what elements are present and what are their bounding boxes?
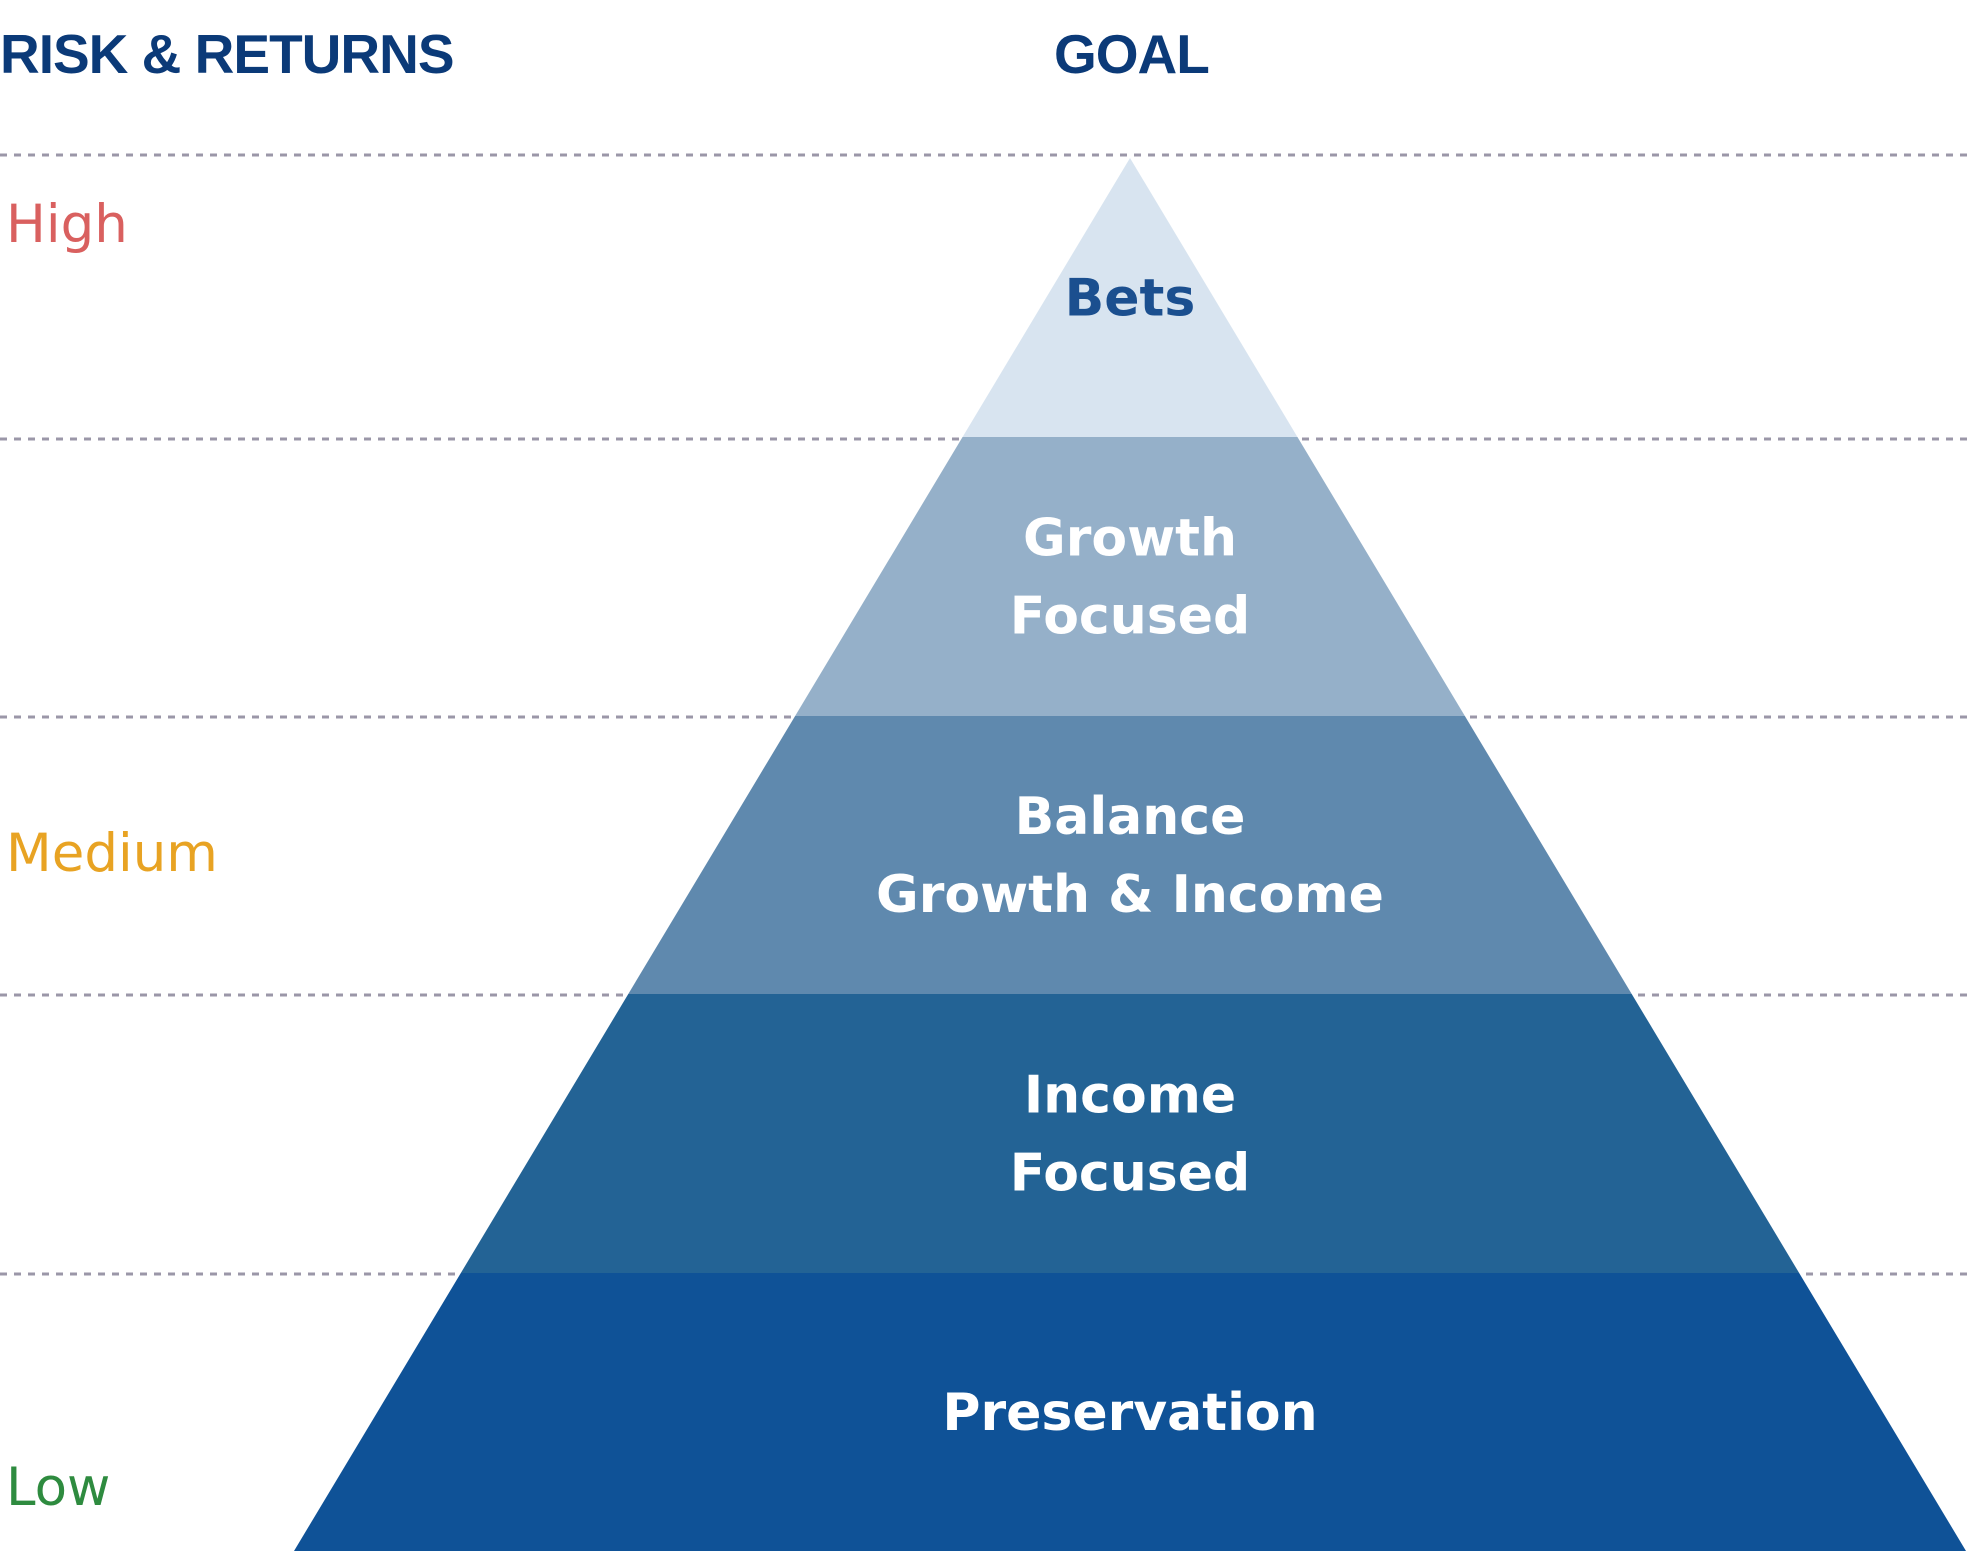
tier-preservation <box>294 1273 1966 1551</box>
risk-level-high: High <box>6 194 128 255</box>
tier-income-focused-label: Income <box>1024 1066 1236 1126</box>
tier-bets <box>962 158 1298 437</box>
tier-growth-focused-label: Focused <box>1010 587 1250 647</box>
tier-balance <box>628 716 1632 994</box>
tier-balance-label: Balance <box>1015 787 1246 847</box>
tier-growth-focused-label: Growth <box>1023 509 1237 569</box>
risk-returns-header: RISK & RETURNS <box>0 23 455 85</box>
goal-header: GOAL <box>1054 23 1210 85</box>
tier-bets-label: Bets <box>1065 269 1196 329</box>
tier-income-focused-label: Focused <box>1010 1144 1250 1204</box>
tier-growth-focused <box>795 437 1465 716</box>
tier-balance-label: Growth & Income <box>876 865 1384 925</box>
tier-income-focused <box>460 994 1800 1273</box>
tier-preservation-label: Preservation <box>942 1383 1317 1443</box>
risk-level-low: Low <box>6 1457 111 1518</box>
risk-level-medium: Medium <box>6 823 218 884</box>
pyramid-tiers <box>294 158 1966 1551</box>
